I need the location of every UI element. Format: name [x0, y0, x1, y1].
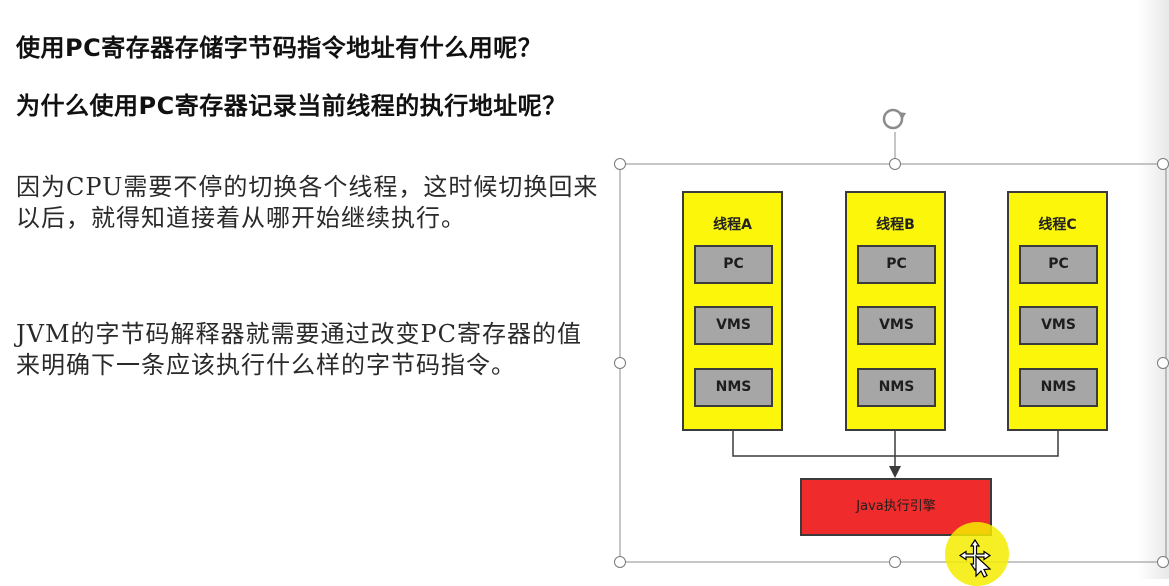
slide-heading-2: 为什么使用PC寄存器记录当前线程的执行地址呢？	[16, 92, 567, 120]
vms-register: VMS	[1019, 306, 1098, 345]
thread-label: 线程C	[1038, 217, 1077, 233]
selection-handle-middle-left[interactable]	[614, 357, 626, 369]
selection-handle-top-right[interactable]	[1157, 158, 1169, 170]
vms-register: VMS	[694, 306, 773, 345]
explanation-paragraph-1: 因为CPU需要不停的切换各个线程，这时候切换回来以后，就得知道接着从哪开始继续执…	[16, 173, 599, 232]
right-edge-shadow	[1138, 0, 1169, 579]
thread-label: 线程A	[713, 217, 752, 233]
nms-register: NMS	[694, 368, 773, 407]
explanation-paragraph-2: JVM的字节码解释器就需要通过改变PC寄存器的值来明确下一条应该执行什么样的字节…	[16, 320, 583, 379]
selection-handle-bottom-right[interactable]	[1157, 556, 1169, 568]
slide-heading-1: 使用PC寄存器存储字节码指令地址有什么用呢？	[16, 34, 543, 62]
nms-register: NMS	[857, 368, 936, 407]
nms-register: NMS	[1019, 368, 1098, 407]
thread-label: 线程B	[876, 217, 915, 233]
rotate-handle-icon[interactable]	[882, 108, 906, 130]
thread-b-box[interactable]: 线程B PC VMS NMS	[845, 191, 946, 431]
pc-register: PC	[694, 245, 773, 284]
move-cursor-icon	[958, 538, 992, 578]
thread-c-box[interactable]: 线程C PC VMS NMS	[1007, 191, 1108, 431]
pc-register: PC	[1019, 245, 1098, 284]
selection-handle-top-middle[interactable]	[889, 158, 901, 170]
selection-handle-bottom-middle[interactable]	[889, 556, 901, 568]
pc-register: PC	[857, 245, 936, 284]
selection-handle-top-left[interactable]	[614, 158, 626, 170]
selection-handle-bottom-left[interactable]	[614, 556, 626, 568]
selection-handle-middle-right[interactable]	[1157, 357, 1169, 369]
arrowhead	[889, 466, 901, 478]
thread-a-box[interactable]: 线程A PC VMS NMS	[682, 191, 783, 431]
vms-register: VMS	[857, 306, 936, 345]
